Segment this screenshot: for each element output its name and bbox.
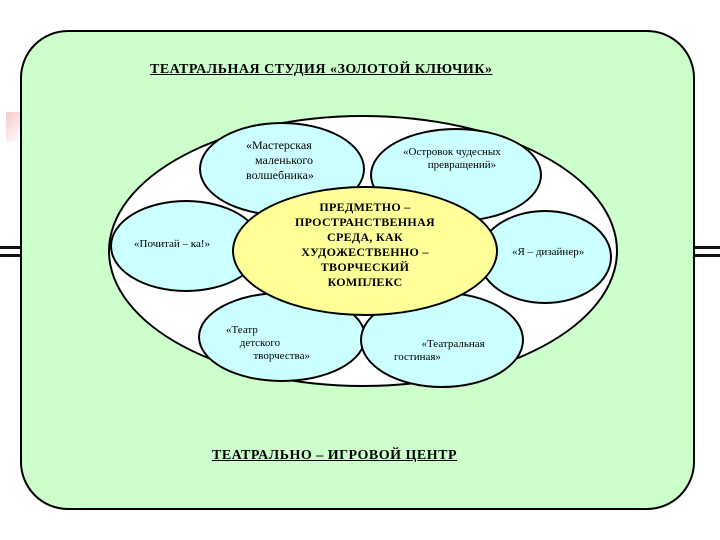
petal-label-ostrovok: «Островок чудесных превращений» xyxy=(403,146,501,171)
center-label: ПРЕДМЕТНО – ПРОСТРАНСТВЕННАЯ СРЕДА, КАК … xyxy=(294,200,436,289)
petal-label-teatr: «Театр детского творчества» xyxy=(226,324,310,362)
petal-label-pochitai: «Почитай – ка!» xyxy=(134,238,211,250)
petal-dizainer xyxy=(478,210,612,304)
decorative-mark xyxy=(6,112,20,142)
center-ellipse xyxy=(232,186,498,316)
studio-title: ТЕАТРАЛЬНАЯ СТУДИЯ «ЗОЛОТОЙ КЛЮЧИК» xyxy=(150,62,493,77)
petal-label-gostinaya: «Театральная гостиная» xyxy=(394,338,485,363)
petal-label-masterskaya: «Мастерская маленького волшебника» xyxy=(246,138,314,182)
center-title: ТЕАТРАЛЬНО – ИГРОВОЙ ЦЕНТР xyxy=(212,448,458,463)
petal-label-dizainer: «Я – дизайнер» xyxy=(512,246,585,258)
